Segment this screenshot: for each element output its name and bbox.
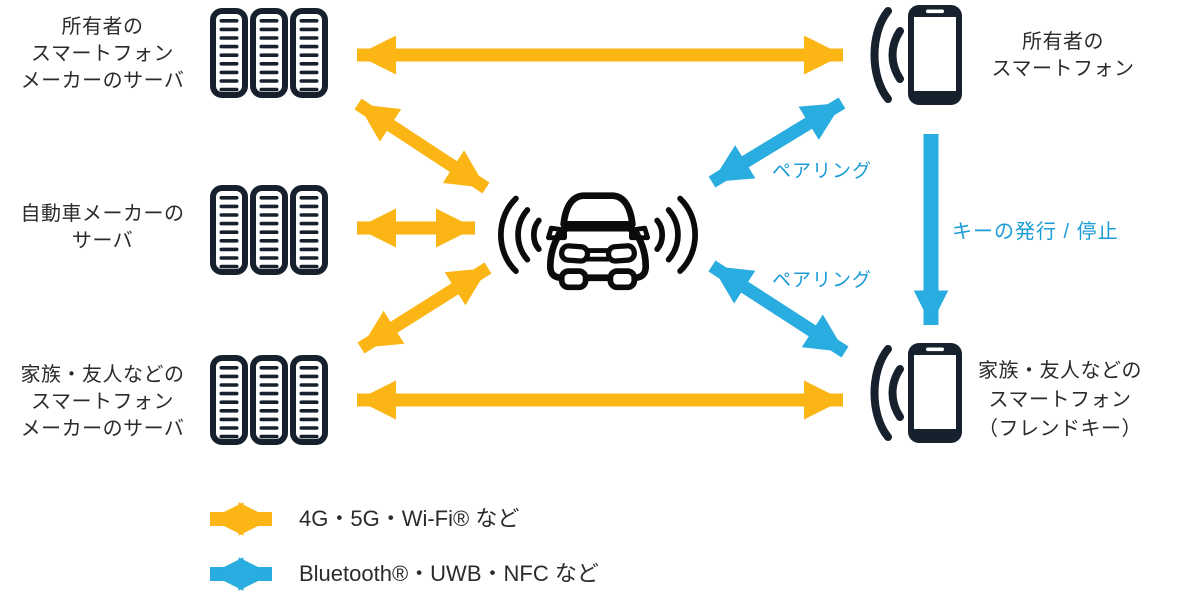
arrow-pairing-car-friend-phone bbox=[708, 260, 849, 358]
short-range-legend-arrow-icon bbox=[210, 557, 272, 591]
edge-label-pairing-top: ペアリング bbox=[771, 161, 872, 182]
arrow-pairing-car-owner-phone bbox=[708, 97, 846, 188]
arrow-friend-server-to-car bbox=[357, 262, 492, 354]
label-owner-phone-maker-server: 所有者の スマートフォン メーカーのサーバ bbox=[20, 16, 185, 92]
smartphone-wireless-icon bbox=[862, 5, 962, 105]
label-friend-phone-maker-server: 家族・友人などの スマートフォン メーカーのサーバ bbox=[20, 364, 185, 440]
cellular-legend-arrow-icon bbox=[210, 502, 272, 536]
server-icon bbox=[210, 8, 328, 98]
server-icon bbox=[210, 185, 328, 275]
label-car-maker-server: 自動車メーカーの サーバ bbox=[20, 203, 185, 252]
arrow-owner-server-to-car bbox=[354, 98, 490, 194]
legend-label-short-range: Bluetooth®・UWB・NFC など bbox=[299, 561, 599, 586]
edge-label-key-issue-stop: キーの発行 / 停止 bbox=[952, 221, 1119, 243]
car-wireless-icon bbox=[498, 192, 698, 291]
smartphone-wireless-icon bbox=[862, 343, 962, 443]
legend-label-cellular: 4G・5G・Wi-Fi® など bbox=[299, 506, 520, 531]
server-icon bbox=[210, 355, 328, 445]
label-owner-phone: 所有者の スマートフォン bbox=[991, 31, 1135, 80]
label-friend-phone: 家族・友人などの スマートフォン （フレンドキー） bbox=[978, 360, 1142, 440]
edge-label-pairing-bottom: ペアリング bbox=[771, 270, 872, 291]
